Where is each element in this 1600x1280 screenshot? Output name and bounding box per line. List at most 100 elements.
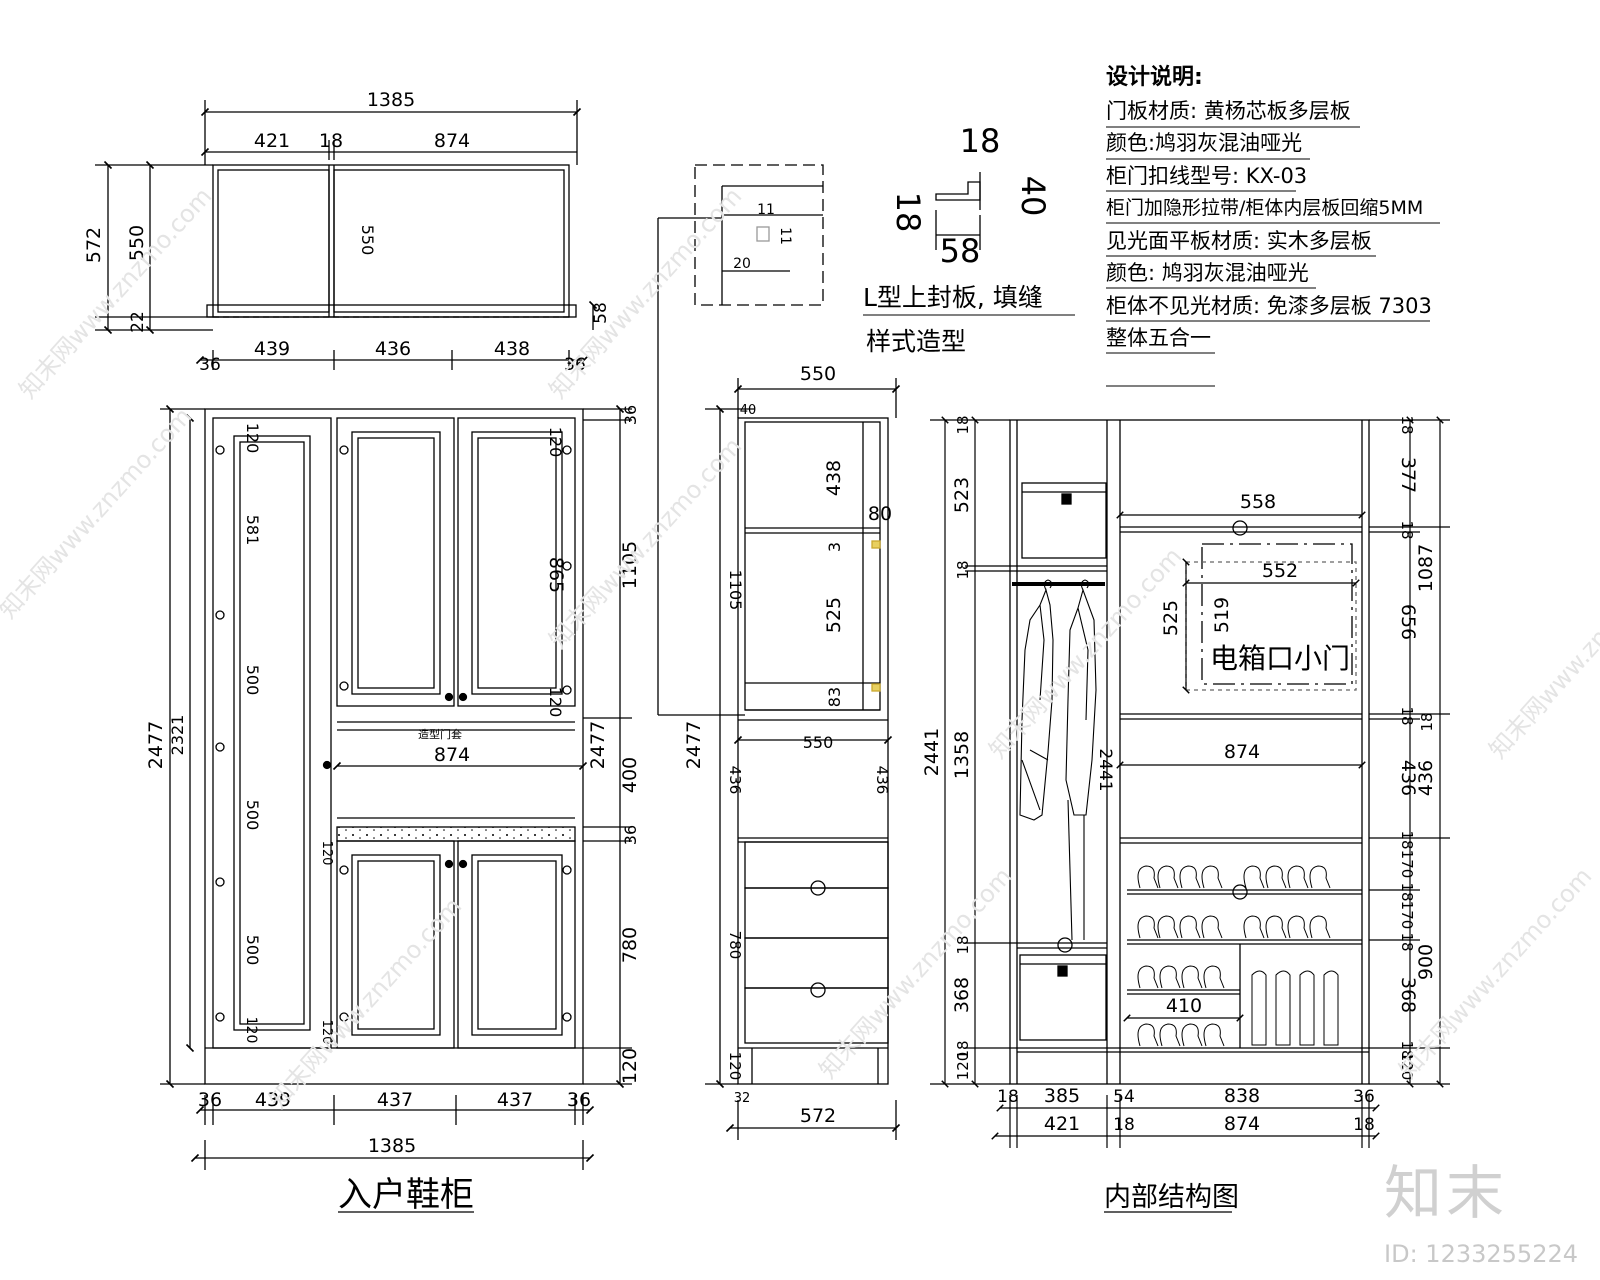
dim-sec-780: 780 [726, 931, 744, 960]
dim-plan-b3: 438 [494, 338, 530, 360]
note-line-6: 颜色: 鸠羽灰混油哑光 [1106, 261, 1309, 285]
internal-structure [1009, 419, 1370, 1085]
dim-int-r368: 368 [1397, 977, 1419, 1013]
dim-int-r18h: 18 [1398, 1040, 1416, 1059]
svg-text:知末网www.znzmo.com: 知末网www.znzmo.com [264, 892, 468, 1114]
dim-front-b437b: 437 [497, 1089, 533, 1111]
note-line-2: 颜色:鸠羽灰混油哑光 [1106, 131, 1303, 155]
profile-title: L型上封板, 填缝 [863, 283, 1043, 312]
dim-sec-572: 572 [800, 1105, 836, 1127]
dim-det-20: 20 [733, 256, 751, 272]
dim-front-r780: 780 [619, 927, 641, 963]
note-line-4: 柜门加隐形拉带/柜体内层板回缩5MM [1106, 197, 1424, 219]
design-notes: 设计说明: 门板材质: 黄杨芯板多层板 颜色:鸠羽灰混油哑光 柜门扣线型号: K… [1106, 62, 1486, 355]
dim-front-120f: 120 [319, 1020, 334, 1045]
internal-dims [930, 416, 1450, 1213]
dim-front-b1385: 1385 [368, 1135, 416, 1157]
dim-int-b54: 54 [1113, 1087, 1135, 1107]
dim-int-r170a: 170 [1398, 850, 1416, 879]
dim-sec-550b: 550 [803, 733, 834, 752]
dim-int-525: 525 [1160, 600, 1182, 636]
dim-front-b439: 439 [255, 1089, 291, 1111]
dim-int-523: 523 [951, 477, 973, 513]
dim-int-r900: 900 [1415, 944, 1437, 980]
dim-int-b421: 421 [1044, 1113, 1080, 1135]
dim-sec-436b: 436 [873, 766, 891, 795]
svg-text:知末网www.znzmo.com: 知末网www.znzmo.com [0, 402, 197, 624]
dim-front-2321: 2321 [168, 715, 187, 756]
hanging-clothes [1019, 579, 1097, 941]
note-line-8: 整体五合一 [1106, 326, 1211, 350]
dim-sec-2477: 2477 [683, 721, 705, 769]
dim-sec-1105: 1105 [726, 570, 745, 611]
dim-front-865: 865 [545, 557, 567, 593]
dim-int-r436b: 436 [1415, 760, 1437, 796]
dim-int-18a: 18 [954, 415, 972, 434]
dim-prof-40: 40 [1014, 176, 1052, 217]
dim-int-r18a: 18 [1398, 415, 1416, 434]
dim-sec-3: 3 [825, 542, 844, 552]
dim-int-1358: 1358 [951, 731, 973, 779]
svg-text:知末网www.znzmo.com: 知末网www.znzmo.com [1484, 542, 1600, 764]
dim-int-18d: 18 [954, 1040, 972, 1059]
dim-int-r120: 120 [1398, 1052, 1416, 1081]
dim-det-11: 11 [757, 202, 775, 218]
dim-plan-mid: 18 [319, 130, 343, 152]
dim-int-120: 120 [954, 1052, 972, 1081]
dim-int-552: 552 [1262, 560, 1298, 582]
section-view [705, 378, 901, 1140]
svg-text:知末网www.znzmo.com: 知末网www.znzmo.com [544, 432, 748, 654]
dim-int-b18: 18 [997, 1087, 1019, 1107]
dim-front-r120: 120 [619, 1048, 641, 1084]
internal-title: 内部结构图 [1104, 1182, 1239, 1213]
dim-front-r36a: 36 [621, 405, 640, 425]
dim-int-r18g: 18 [1398, 932, 1416, 951]
dim-sec-40: 40 [740, 403, 757, 418]
dim-int-r18e: 18 [1398, 830, 1416, 849]
dim-det-11b: 11 [777, 227, 793, 245]
dim-front-r1105: 1105 [619, 541, 641, 589]
dim-sec-120: 120 [726, 1052, 744, 1081]
note-line-3: 柜门扣线型号: KX-03 [1106, 163, 1308, 188]
watermark-logo: 知末 [1383, 1159, 1508, 1227]
dim-plan-base: 22 [128, 311, 148, 333]
dim-plan-inner: 550 [358, 225, 377, 256]
dim-int-18b: 18 [954, 560, 972, 579]
dim-sec-438: 438 [823, 460, 845, 496]
svg-text:知末网www.znzmo.com: 知末网www.znzmo.com [544, 182, 748, 404]
hidden-door-label: 造型门套 [418, 727, 462, 741]
dim-sec-83: 83 [825, 687, 844, 707]
dim-front-500a: 500 [243, 665, 262, 696]
note-line-5: 见光面平板材质: 实木多层板 [1106, 228, 1372, 253]
dim-prof-18-top: 18 [960, 122, 1001, 160]
dim-sec-525: 525 [823, 597, 845, 633]
dim-int-874: 874 [1224, 741, 1260, 763]
dim-plan-58: 58 [591, 302, 611, 324]
joint-detail [657, 164, 824, 716]
dim-sec-32: 32 [734, 1091, 751, 1106]
dim-int-r436a: 436 [1397, 760, 1419, 796]
dim-sec-550: 550 [800, 363, 836, 385]
dim-front-581: 581 [243, 515, 262, 546]
dim-sec-436a: 436 [726, 766, 744, 795]
dim-front-r36b: 36 [621, 825, 640, 845]
dim-plan-total: 1385 [367, 89, 415, 111]
dim-int-2441: 2441 [921, 728, 943, 776]
dim-int-410: 410 [1166, 995, 1202, 1017]
svg-text:知末网www.znzmo.com: 知末网www.znzmo.com [984, 542, 1188, 764]
dim-prof-18-left: 18 [889, 192, 927, 233]
dim-plan-depth-total: 572 [83, 227, 105, 263]
dim-int-r18b: 18 [1398, 520, 1416, 539]
notes-heading: 设计说明: [1106, 65, 1203, 90]
dim-int-558: 558 [1240, 491, 1276, 513]
dim-plan-b2: 436 [375, 338, 411, 360]
dim-front-500c: 500 [243, 935, 262, 966]
dim-front-120a: 120 [243, 423, 262, 454]
dim-front-120c: 120 [546, 427, 565, 458]
front-elevation [160, 404, 632, 1213]
plan-view [95, 100, 598, 370]
shoe-rack [1137, 865, 1339, 1047]
dim-plan-b1: 439 [254, 338, 290, 360]
dim-plan-right: 874 [434, 130, 470, 152]
